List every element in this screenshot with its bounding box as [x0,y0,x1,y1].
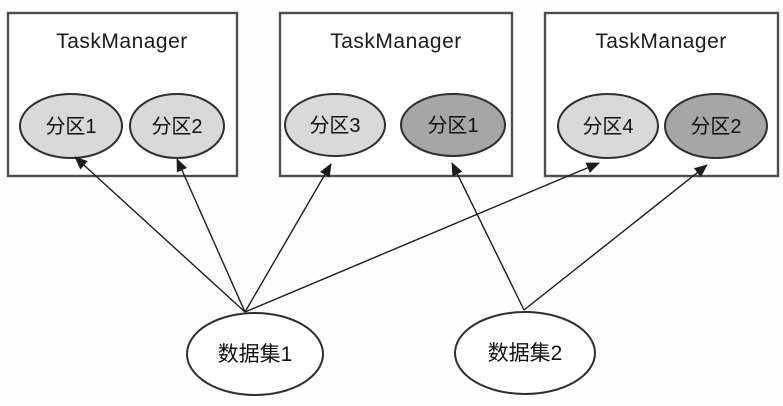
dataset-1: 数据集1 [186,312,324,396]
partition-ellipse [19,93,123,159]
partition-ellipse [557,93,659,159]
taskmanager-2: TaskManager 分区3 分区1 [278,11,514,178]
dataset-label: 数据集2 [488,342,563,365]
partition-label: 分区1 [45,115,96,138]
edge-arrow-dataset1-partition1 [74,156,246,313]
partition-label: 分区2 [151,115,202,138]
dataset-label: 数据集1 [218,343,293,366]
edge-arrow-dataset1-partition2 [176,158,246,313]
taskmanager-title: TaskManager [56,30,188,53]
taskmanager-1: TaskManager 分区1 分区2 [6,11,239,178]
partition-label: 分区1 [427,114,478,137]
partition-label: 分区2 [690,115,741,138]
partition-label: 分区3 [309,114,360,137]
taskmanager-title: TaskManager [595,30,727,53]
dataset-ellipse [454,311,596,395]
edge-arrow-dataset1-partition3 [244,163,332,313]
edge-arrow-dataset2-partition1 [451,162,525,311]
edges [74,156,708,313]
edge-arrow-dataset1-partition4 [244,162,600,313]
partition-ellipse [129,93,225,159]
partition-ellipse [284,93,386,157]
taskmanager-3: TaskManager 分区4 分区2 [543,11,780,178]
partition-ellipse [664,93,768,159]
dataset-ellipse [186,312,324,396]
partition-label: 分区4 [582,115,633,138]
edge-arrow-dataset2-partition2 [523,164,708,311]
taskmanager-title: TaskManager [330,30,462,53]
partition-ellipse [400,93,506,157]
dataset-2: 数据集2 [454,311,596,395]
